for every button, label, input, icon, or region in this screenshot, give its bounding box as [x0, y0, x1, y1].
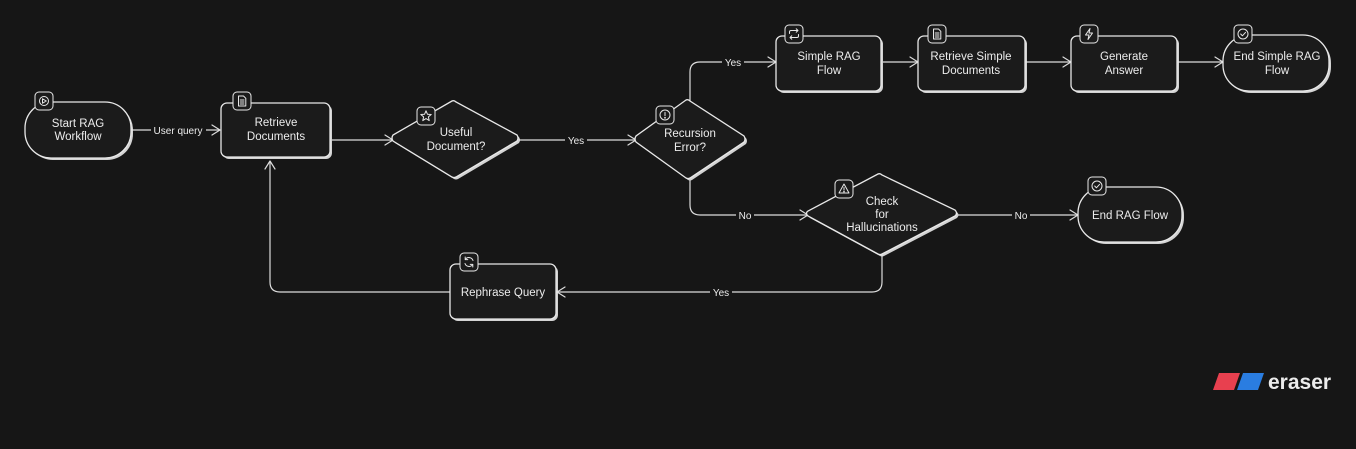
eraser-wordmark: eraser: [1268, 371, 1331, 394]
node-label: Start RAG: [52, 118, 104, 130]
edge-simple-rag-to-retrieve-simple: [883, 56, 919, 68]
alert-circle-icon: [655, 105, 675, 125]
eraser-logo-blue-mark: [1237, 373, 1264, 390]
node-label: Workflow: [54, 131, 102, 143]
edge-rephrase-to-retrieve: [264, 160, 450, 293]
eraser-logo: eraser: [1213, 371, 1331, 394]
edge-start-to-retrieve: User query: [131, 122, 221, 138]
node-label: Flow: [817, 65, 842, 77]
node-label: for: [875, 209, 889, 221]
node-useful-document[interactable]: Useful Document?: [391, 100, 520, 180]
edge-check-yes-to-rephrase: Yes: [556, 255, 883, 300]
document-icon: [232, 91, 252, 111]
node-recursion-error[interactable]: Recursion Error?: [634, 99, 747, 181]
node-label: Rephrase Query: [461, 287, 546, 299]
node-label: Flow: [1265, 65, 1290, 77]
edge-label-check-yes: Yes: [713, 288, 729, 299]
node-retrieve-documents[interactable]: Retrieve Documents: [220, 91, 332, 159]
node-rephrase-query[interactable]: Rephrase Query: [449, 252, 558, 321]
edge-label-recursion-yes: Yes: [725, 58, 741, 69]
node-label: End RAG Flow: [1092, 210, 1169, 222]
node-label: Simple RAG: [797, 51, 860, 63]
node-label: Recursion: [664, 128, 716, 140]
repeat-icon: [784, 24, 804, 44]
edge-recursion-no-to-check: No: [689, 180, 809, 223]
lightning-icon: [1079, 24, 1099, 44]
check-circle-icon: [1087, 176, 1107, 196]
node-end-simple-rag-flow[interactable]: End Simple RAG Flow: [1222, 24, 1331, 93]
edge-recursion-yes-to-simple-rag: Yes: [689, 54, 777, 101]
document-icon: [927, 24, 947, 44]
node-label: Retrieve: [255, 117, 298, 129]
node-label: End Simple RAG: [1234, 51, 1321, 63]
edge-retrieve-simple-to-generate: [1026, 56, 1072, 68]
edge-retrieve-to-useful: [332, 134, 394, 146]
edge-label-check-no: No: [1015, 211, 1028, 222]
node-check-for-hallucinations[interactable]: Check for Hallucinations: [805, 173, 959, 257]
node-label: Documents: [247, 131, 305, 143]
node-retrieve-simple-documents[interactable]: Retrieve Simple Documents: [917, 24, 1027, 93]
star-icon: [416, 106, 436, 126]
edge-label-recursion-no: No: [739, 211, 752, 222]
edge-check-no-to-end-rag: No: [958, 207, 1079, 223]
eraser-logo-red-mark: [1213, 373, 1240, 390]
node-end-rag-flow[interactable]: End RAG Flow: [1077, 176, 1184, 244]
node-label: Useful: [440, 127, 473, 139]
node-simple-rag-flow[interactable]: Simple RAG Flow: [775, 24, 883, 93]
node-label: Generate: [1100, 51, 1148, 63]
edge-generate-to-end-simple: [1178, 56, 1224, 68]
play-icon: [34, 91, 54, 111]
node-label: Document?: [427, 141, 486, 153]
node-label: Documents: [942, 65, 1000, 77]
edge-label-user-query: User query: [154, 126, 203, 137]
check-circle-icon: [1233, 24, 1253, 44]
node-generate-answer[interactable]: Generate Answer: [1070, 24, 1179, 93]
node-label: Answer: [1105, 65, 1144, 77]
edge-label-useful-yes: Yes: [568, 136, 584, 147]
node-start-rag-workflow[interactable]: Start RAG Workflow: [24, 91, 133, 160]
node-label: Check: [866, 196, 899, 208]
warning-icon: [834, 179, 854, 199]
node-label: Hallucinations: [846, 222, 918, 234]
refresh-icon: [459, 252, 479, 272]
node-label: Retrieve Simple: [930, 51, 1011, 63]
node-label: Error?: [674, 142, 706, 154]
edge-useful-to-recursion: Yes: [519, 132, 637, 148]
